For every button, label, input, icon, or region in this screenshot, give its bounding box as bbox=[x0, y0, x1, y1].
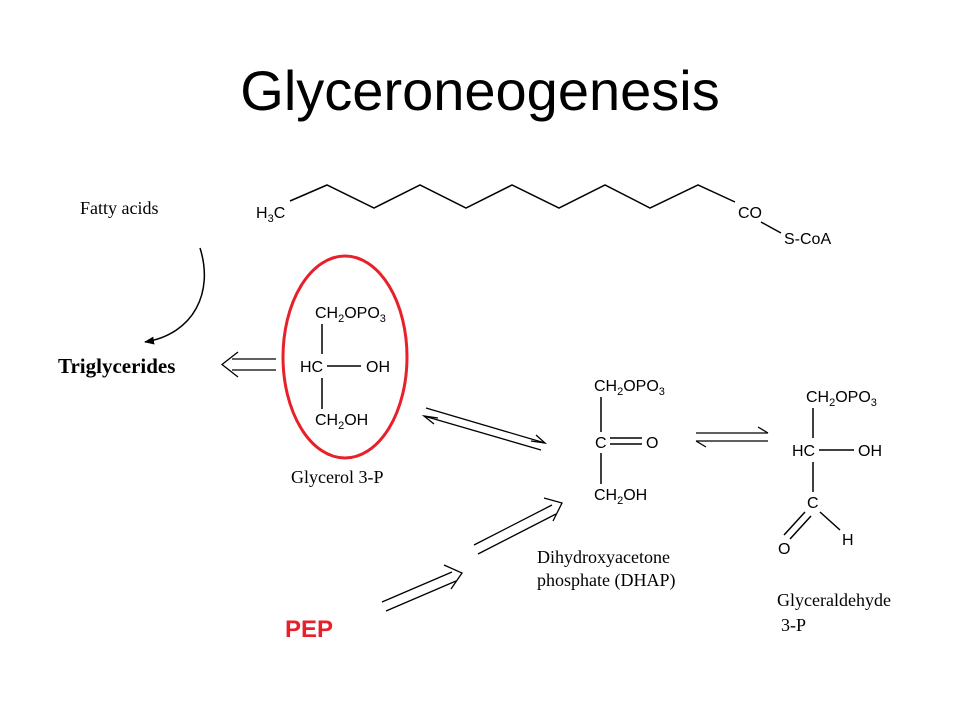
dhap-label-line2: phosphate (DHAP) bbox=[537, 570, 675, 591]
dhap-oxygen: O bbox=[646, 435, 658, 452]
pep-to-dhap-arrow-upper bbox=[473, 497, 563, 555]
gap-hydrogen: H bbox=[842, 532, 854, 549]
hydrocarbon-chain bbox=[289, 184, 736, 209]
glycerol-3p-molecule: CH2OPO3 HC OH CH2OH bbox=[281, 254, 409, 460]
fatty-acid-to-triglyceride-arrow bbox=[144, 247, 205, 345]
gap-oxygen: O bbox=[778, 541, 790, 558]
glycerol-3p-top-group: CH2OPO3 bbox=[315, 305, 386, 325]
dhap-top-group: CH2OPO3 bbox=[594, 378, 665, 398]
glyceraldehyde-3p-molecule: CH2OPO3 HC OH C O H bbox=[778, 389, 882, 558]
glycerol-dhap-equilibrium-arrows bbox=[421, 407, 548, 451]
h3c-label: H3C bbox=[256, 205, 285, 225]
fatty-acyl-coa: Fatty acids H3C CO S-CoA bbox=[80, 184, 831, 248]
co-label: CO bbox=[738, 205, 762, 222]
pep-to-dhap-arrow-lower bbox=[381, 564, 463, 612]
dhap-molecule: CH2OPO3 C O CH2OH bbox=[594, 378, 665, 507]
glyceraldehyde-label-line2: 3-P bbox=[781, 615, 806, 635]
glyceraldehyde-label-line1: Glyceraldehyde bbox=[777, 590, 891, 610]
gap-top-group: CH2OPO3 bbox=[806, 389, 877, 409]
gap-oh: OH bbox=[858, 443, 882, 460]
dhap-label-line1: Dihydroxyacetone bbox=[537, 547, 670, 567]
esterification-arrow bbox=[220, 351, 276, 378]
pep-label: PEP bbox=[285, 616, 333, 643]
triglycerides-label: Triglycerides bbox=[58, 354, 175, 378]
gap-hc: HC bbox=[792, 443, 815, 460]
glycerol-3p-label: Glycerol 3-P bbox=[291, 467, 383, 487]
scoa-label: S-CoA bbox=[784, 231, 831, 248]
gap-carbon: C bbox=[807, 495, 819, 512]
co-scoa-bond bbox=[760, 221, 782, 234]
slide-title: Glyceroneogenesis bbox=[240, 59, 720, 122]
glycerol-3p-hc: HC bbox=[300, 359, 323, 376]
fatty-acids-label: Fatty acids bbox=[80, 198, 159, 218]
dhap-gap-equilibrium-arrows bbox=[695, 426, 769, 448]
dhap-bottom-group: CH2OH bbox=[594, 487, 647, 507]
dhap-carbon: C bbox=[595, 435, 607, 452]
glycerol-3p-oh: OH bbox=[366, 359, 390, 376]
glycerol-3p-bottom-group: CH2OH bbox=[315, 412, 368, 432]
glycerol-3p-highlight-ellipse bbox=[281, 254, 409, 460]
